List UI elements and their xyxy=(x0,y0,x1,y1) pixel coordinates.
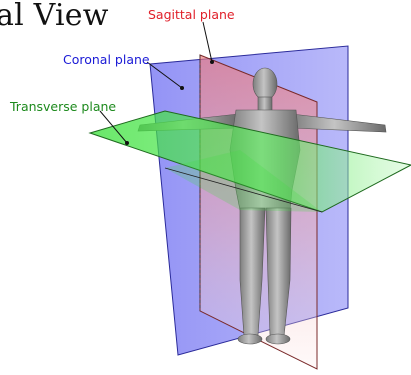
transverse-plane-inner xyxy=(165,150,322,212)
page-heading: al View xyxy=(0,0,109,33)
coronal-leader xyxy=(146,61,183,89)
transverse-plane-label: Transverse plane xyxy=(10,99,117,114)
sagittal-leader xyxy=(202,21,213,63)
coronal-plane-label: Coronal plane xyxy=(63,52,150,67)
plane-intersection-line xyxy=(164,167,323,213)
transverse-plane xyxy=(88,110,411,213)
sagittal-plane-label: Sagittal plane xyxy=(148,7,235,22)
transverse-leader xyxy=(99,110,128,144)
